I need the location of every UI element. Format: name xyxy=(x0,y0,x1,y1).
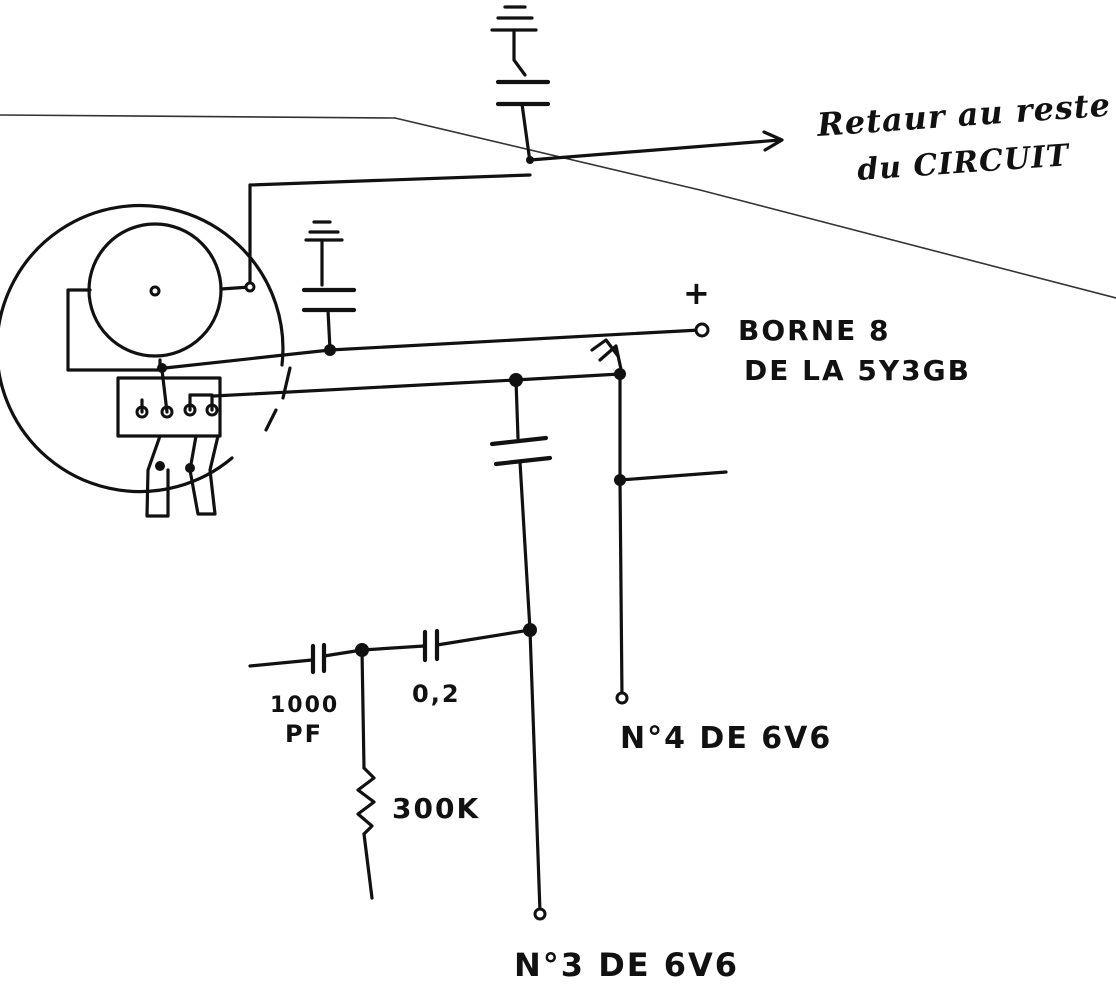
socket-pin-3-lead xyxy=(188,393,214,412)
outer-shell-dashed xyxy=(264,366,292,432)
b-plus-line xyxy=(163,328,702,370)
diode xyxy=(590,338,624,376)
inner-right-point xyxy=(244,281,256,293)
borne-8-terminal xyxy=(694,322,710,338)
pin3-label: N°3 DE 6V6 xyxy=(514,946,739,984)
pin4-branch xyxy=(618,470,728,482)
borne-label-line2: DE LA 5Y3GB xyxy=(744,354,971,387)
borne-label-line1: BORNE 8 xyxy=(738,314,891,347)
inner-right-lead xyxy=(219,173,532,291)
heater-point-left xyxy=(155,461,165,471)
pin4-terminal xyxy=(615,691,629,705)
pin4-label: N°4 DE 6V6 xyxy=(620,721,832,756)
return-line xyxy=(528,138,782,162)
cap-0-2-label: 0,2 xyxy=(412,680,461,708)
inner-left-lead xyxy=(66,288,162,372)
resistor-300k xyxy=(356,648,376,900)
outer-shell xyxy=(0,204,285,494)
return-arrow xyxy=(762,130,784,152)
coupling-capacitor-vertical xyxy=(489,378,553,632)
socket-junction xyxy=(157,363,167,373)
socket-block xyxy=(116,376,222,438)
socket-pin-2-lead xyxy=(160,368,169,414)
pin3-terminal xyxy=(533,907,547,921)
round-device xyxy=(0,173,532,518)
capacitor-1000pf xyxy=(248,642,364,675)
top-bypass-capacitor xyxy=(490,5,551,164)
capacitor-0-2 xyxy=(360,628,532,663)
pin4-line xyxy=(618,372,624,700)
heater-loop-left xyxy=(145,434,170,518)
pin3-line xyxy=(528,628,542,914)
cap-1000-label-line2: PF xyxy=(285,720,323,748)
return-label-line2: du CIRCUIT xyxy=(856,138,1072,188)
socket-signal-line xyxy=(212,372,622,398)
return-label-line1: Retaur au reste xyxy=(815,86,1112,145)
left-bypass-capacitor xyxy=(301,220,357,356)
resistor-label: 300K xyxy=(392,792,480,825)
center-point xyxy=(149,285,161,297)
cap-1000-label-line1: 1000 xyxy=(270,693,339,718)
paper-fold-lines xyxy=(0,114,1116,299)
plus-sign: + xyxy=(683,274,712,312)
heater-point-right xyxy=(185,463,195,473)
